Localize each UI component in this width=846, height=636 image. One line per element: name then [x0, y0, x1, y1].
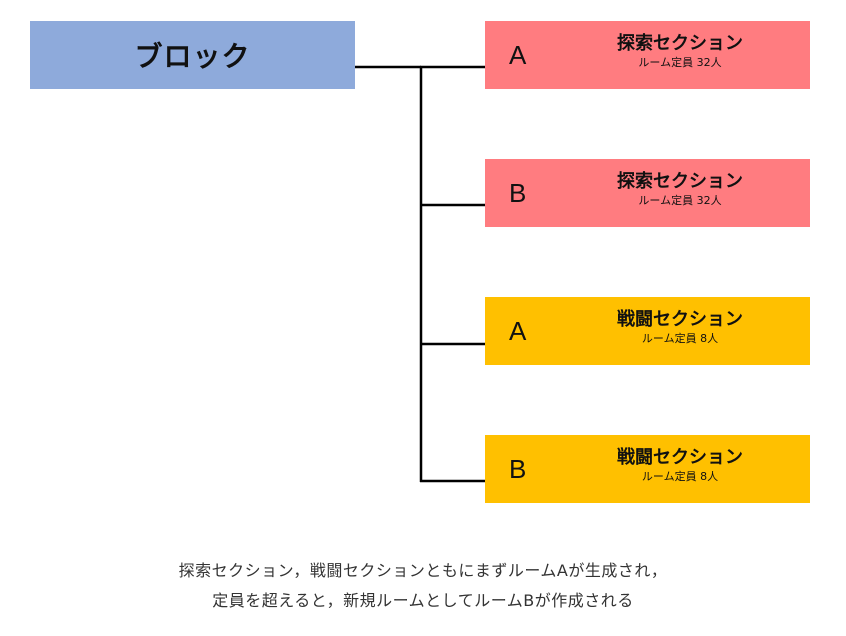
room-letter: A — [509, 40, 527, 70]
caption-line-2: 定員を超えると，新規ルームとしてルームBが作成される — [212, 591, 634, 610]
section-title: 戦闘セクション — [617, 309, 743, 330]
room-letter: B — [509, 178, 527, 208]
section-node-explore-b: B 探索セクション ルーム定員 32人 — [485, 159, 810, 227]
section-node-explore-a: A 探索セクション ルーム定員 32人 — [485, 21, 810, 89]
section-text: 探索セクション ルーム定員 32人 — [585, 171, 775, 208]
section-title: 探索セクション — [617, 171, 743, 192]
section-title: 探索セクション — [617, 33, 743, 54]
section-capacity: ルーム定員 32人 — [638, 194, 722, 207]
block-node: ブロック — [30, 21, 355, 89]
section-capacity: ルーム定員 32人 — [638, 56, 722, 69]
section-text: 戦闘セクション ルーム定員 8人 — [585, 309, 775, 346]
section-capacity: ルーム定員 8人 — [641, 470, 719, 483]
room-letter: A — [509, 316, 527, 346]
room-letter: B — [509, 454, 527, 484]
section-node-battle-a: A 戦闘セクション ルーム定員 8人 — [485, 297, 810, 365]
section-text: 探索セクション ルーム定員 32人 — [585, 33, 775, 70]
section-text: 戦闘セクション ルーム定員 8人 — [585, 447, 775, 484]
caption-line-1: 探索セクション，戦闘セクションともにまずルームAが生成され， — [178, 561, 668, 580]
diagram-caption: 探索セクション，戦闘セクションともにまずルームAが生成され， 定員を超えると，新… — [0, 556, 846, 616]
section-node-battle-b: B 戦闘セクション ルーム定員 8人 — [485, 435, 810, 503]
section-capacity: ルーム定員 8人 — [641, 332, 719, 345]
block-node-label: ブロック — [134, 40, 251, 73]
section-title: 戦闘セクション — [617, 447, 743, 468]
